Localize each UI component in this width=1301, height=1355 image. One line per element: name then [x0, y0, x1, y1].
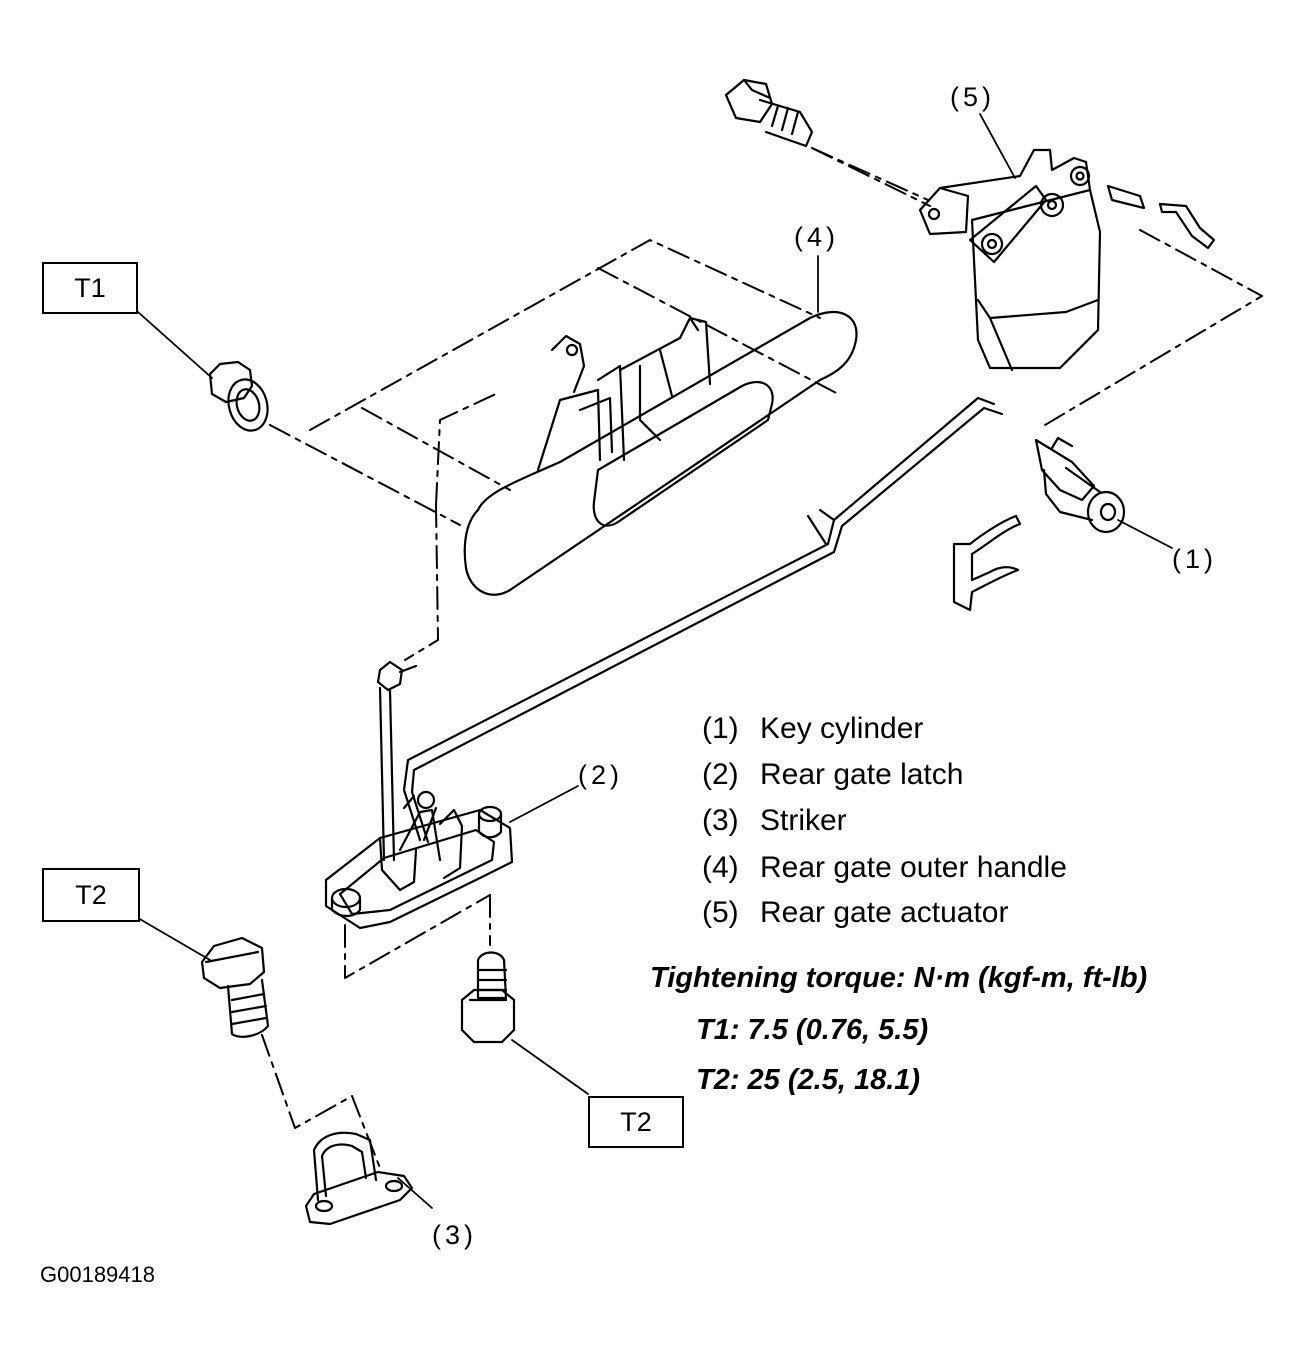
- actuator-bolt-icon: [724, 78, 814, 148]
- torque-tag-t2-left-label: T2: [75, 879, 107, 910]
- leader-lines: [137, 113, 1173, 1209]
- legend-item-label: Striker: [760, 804, 847, 837]
- legend-item-label: Key cylinder: [760, 712, 924, 745]
- legend-item-number: (5): [702, 896, 739, 929]
- key-cylinder-icon: [952, 436, 1126, 612]
- callout-4: (4): [794, 222, 839, 252]
- legend-item-label: Rear gate latch: [760, 758, 964, 791]
- callout-3: (3): [432, 1220, 477, 1250]
- legend-item-number: (1): [702, 712, 739, 745]
- torque-tag-t2-right: T2: [588, 1096, 684, 1148]
- legend-item: (5) Rear gate actuator: [702, 896, 1008, 930]
- alignment-lines: [261, 147, 1263, 1169]
- control-rods: [376, 396, 1004, 862]
- legend-item: (1) Key cylinder: [702, 712, 923, 746]
- callout-2: (2): [578, 760, 623, 790]
- legend-item-label: Rear gate actuator: [760, 896, 1009, 929]
- torque-tag-t1-label: T1: [74, 272, 106, 303]
- legend-item-number: (3): [702, 804, 739, 837]
- striker-bolt-icon: [200, 936, 270, 1038]
- torque-tag-t2-left: T2: [42, 868, 140, 922]
- legend-item-number: (2): [702, 758, 739, 791]
- legend-item-number: (4): [702, 851, 739, 884]
- torque-tag-t1: T1: [42, 262, 138, 314]
- torque-spec-t2: T2: 25 (2.5, 18.1): [696, 1064, 921, 1096]
- latch-bolt-icon: [460, 951, 516, 1044]
- callout-5: (5): [950, 82, 995, 112]
- torque-tag-t2-right-label: T2: [620, 1106, 652, 1137]
- legend-item: (3) Striker: [702, 804, 847, 838]
- figure-code: G00189418: [40, 1262, 155, 1287]
- rear-gate-latch-icon: [324, 790, 514, 930]
- legend-item: (4) Rear gate outer handle: [702, 851, 1067, 885]
- t1-nut-icon: [208, 360, 269, 432]
- rear-gate-actuator-icon: [918, 148, 1216, 372]
- legend-item-label: Rear gate outer handle: [760, 851, 1067, 884]
- torque-heading: Tightening torque: N·m (kgf-m, ft-lb): [650, 962, 1148, 994]
- legend-item: (2) Rear gate latch: [702, 758, 963, 792]
- striker-icon: [304, 1131, 414, 1226]
- torque-spec-t1: T1: 7.5 (0.76, 5.5): [696, 1014, 929, 1046]
- rear-gate-outer-handle-icon: [463, 311, 858, 596]
- callout-1: (1): [1172, 544, 1217, 574]
